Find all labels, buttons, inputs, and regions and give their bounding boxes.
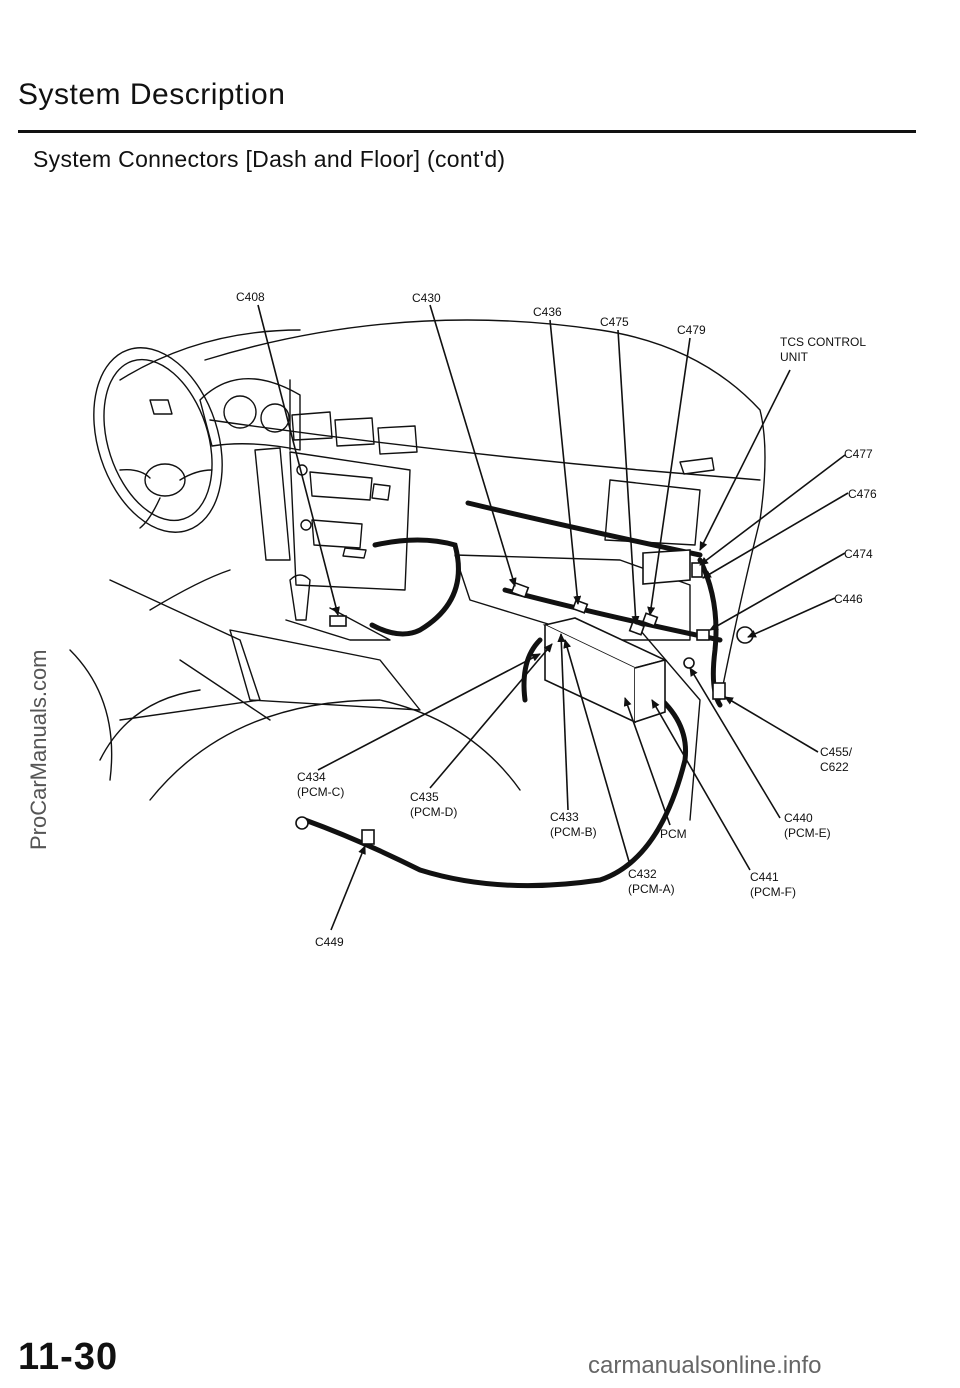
label-c433-line1: C433 [550,810,579,824]
connector-end [295,816,309,830]
label-c430: C430 [412,291,441,305]
callout-labels: C408 C430 C436 C475 C479 TCS CONTROL UNI… [236,290,877,949]
label-c455-line2: C622 [820,760,849,774]
label-tcs-line1: TCS CONTROL [780,335,866,349]
leader-lines [257,304,849,931]
label-c455-line1: C455/ [820,745,853,759]
label-c436: C436 [533,305,562,319]
connector-c455 [683,657,695,669]
page-number: 11-30 [18,1336,119,1378]
connector-c477 [691,562,703,578]
section-title: System Description [18,78,286,111]
label-c441-line2: (PCM-F) [750,885,796,899]
label-c434-line1: C434 [297,770,326,784]
label-c433-line2: (PCM-B) [550,825,597,839]
label-c408: C408 [236,290,265,304]
label-c446: C446 [834,592,863,606]
label-c434-line2: (PCM-C) [297,785,344,799]
label-c435-line2: (PCM-D) [410,805,457,819]
label-c479: C479 [677,323,706,337]
label-c475: C475 [600,315,629,329]
label-c449: C449 [315,935,344,949]
label-c440-line2: (PCM-E) [784,826,831,840]
label-c432-line1: C432 [628,867,657,881]
label-c474: C474 [844,547,873,561]
title-rule [18,130,916,133]
connector-c408 [329,615,347,627]
connector-c449 [361,829,375,845]
label-c477: C477 [844,447,873,461]
label-c440-line1: C440 [784,811,813,825]
watermark-side: ProCarManuals.com [26,649,51,850]
label-c441-line1: C441 [750,870,779,884]
connector-c455-622 [712,682,726,700]
subtitle: System Connectors [Dash and Floor] (cont… [33,146,506,172]
watermark-footer: carmanualsonline.info [588,1352,822,1379]
connector-c474 [696,629,710,641]
label-c476: C476 [848,487,877,501]
label-pcm: PCM [660,827,687,841]
label-c435-line1: C435 [410,790,439,804]
label-c432-line2: (PCM-A) [628,882,675,896]
car-interior-drawing [69,319,766,821]
tcs-control-unit [642,549,691,585]
label-tcs-line2: UNIT [780,350,809,364]
connector-c436 [571,599,589,614]
